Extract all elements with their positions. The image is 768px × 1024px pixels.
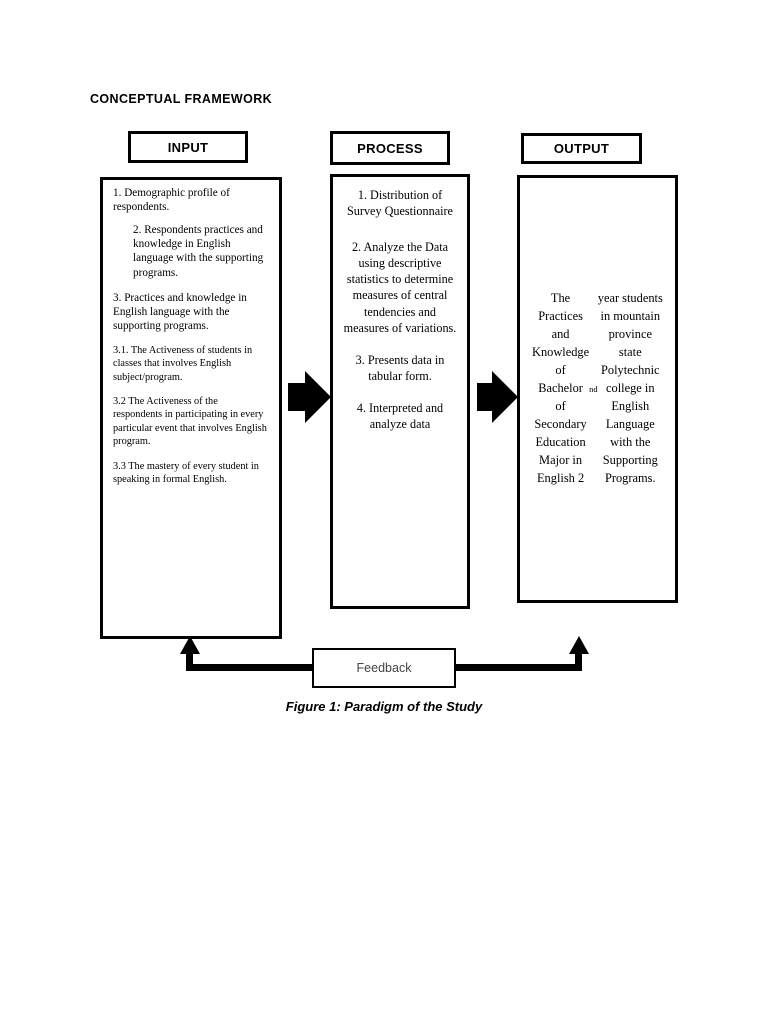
- figure-caption: Figure 1: Paradigm of the Study: [285, 699, 483, 714]
- list-item: 3. Practices and knowledge in English la…: [113, 291, 247, 332]
- process-list: 1. Distribution of Survey Questionnaire …: [333, 177, 467, 432]
- list-item: 2. Analyze the Data using descriptive st…: [343, 240, 457, 335]
- content-box-input: 1. Demographic profile of respondents. 2…: [100, 177, 282, 639]
- header-label-process: PROCESS: [357, 140, 423, 156]
- list-item: 3. Presents data in tabular form.: [355, 352, 445, 383]
- feedback-riser-left: [186, 652, 193, 668]
- up-arrow-icon: [180, 636, 200, 654]
- list-item: 1. Demographic profile of respondents.: [113, 187, 230, 214]
- list-item: 3.2 The Activeness of the respondents in…: [113, 396, 267, 448]
- arrow-head: [305, 371, 331, 423]
- content-box-output: The Practices and Knowledge of Bachelor …: [517, 175, 678, 603]
- page-title: CONCEPTUAL FRAMEWORK: [90, 92, 273, 106]
- feedback-connector-right: [454, 664, 582, 671]
- arrow-shaft: [477, 383, 493, 411]
- output-text-part-2: year students in mountain province state…: [597, 291, 663, 485]
- feedback-label: Feedback: [356, 661, 412, 675]
- feedback-connector-left: [186, 664, 314, 671]
- content-box-process: 1. Distribution of Survey Questionnaire …: [330, 174, 470, 609]
- output-paragraph: The Practices and Knowledge of Bachelor …: [520, 178, 675, 600]
- list-item: 3.3 The mastery of every student in spea…: [113, 460, 259, 485]
- list-item: 1. Distribution of Survey Questionnaire: [347, 188, 453, 219]
- list-item: 2. Respondents practices and knowledge i…: [133, 224, 264, 279]
- list-item: 4. Interpreted and analyze data: [356, 400, 444, 432]
- header-box-process: PROCESS: [330, 131, 450, 165]
- header-box-output: OUTPUT: [521, 133, 642, 164]
- output-text-part-1: The Practices and Knowledge of Bachelor …: [532, 291, 590, 485]
- arrow-shaft: [288, 383, 306, 411]
- feedback-riser-right: [575, 652, 582, 668]
- feedback-box: Feedback: [312, 648, 456, 688]
- header-label-output: OUTPUT: [553, 141, 610, 156]
- arrow-head: [492, 371, 518, 423]
- up-arrow-icon: [569, 636, 589, 654]
- header-box-input: INPUT: [128, 131, 248, 163]
- header-label-input: INPUT: [167, 139, 209, 155]
- input-list: 1. Demographic profile of respondents. 2…: [103, 180, 279, 486]
- list-item: 3.1. The Activeness of students in class…: [113, 344, 253, 383]
- output-ordinal-superscript: nd: [589, 383, 598, 394]
